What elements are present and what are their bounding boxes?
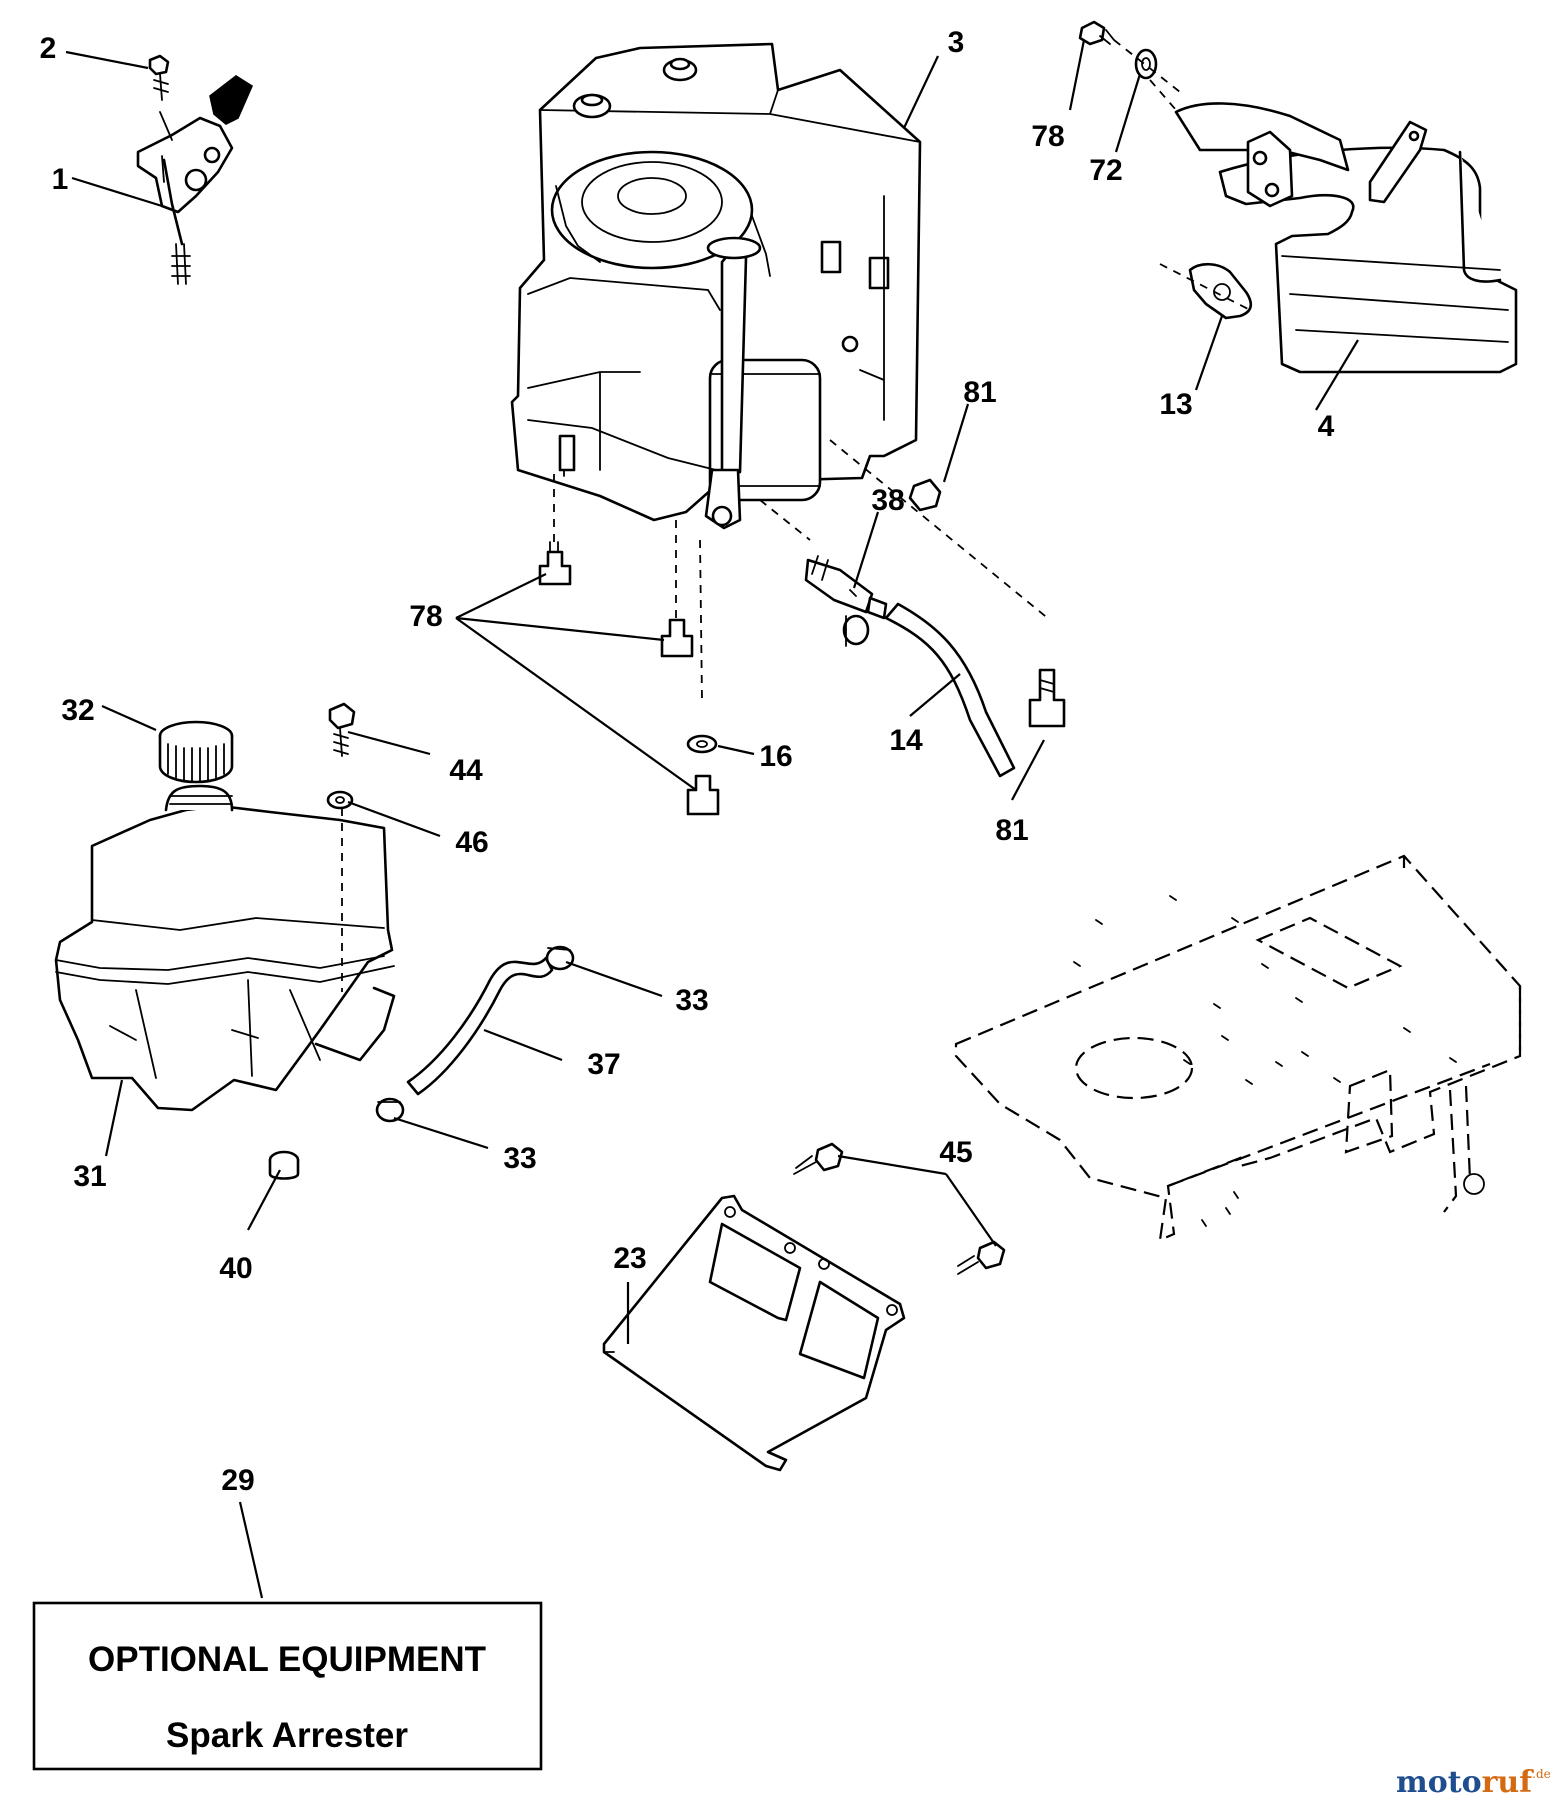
muffler-lines — [1113, 39, 1251, 311]
hose-clamp-33-upper — [545, 945, 575, 971]
screw-45-lower — [957, 1240, 1006, 1275]
watermark-suffix: .de — [1532, 1767, 1551, 1781]
washer-46 — [326, 790, 354, 810]
heat-shield-23 — [602, 1194, 906, 1472]
callout-44: 44 — [449, 754, 483, 787]
lock-washer-16 — [686, 734, 718, 754]
fuel-hose-14 — [884, 602, 1016, 778]
leader-lines — [65, 39, 1359, 1599]
bolt-72 — [1078, 20, 1115, 46]
callout-40: 40 — [219, 1252, 252, 1285]
callout-46: 46 — [455, 826, 488, 859]
optional-equipment-box: OPTIONAL EQUIPMENT Spark Arrester — [32, 1601, 543, 1771]
callout-14: 14 — [889, 724, 923, 757]
callout-62: 72 — [1089, 154, 1122, 187]
watermark-part1: moto — [1396, 1765, 1482, 1800]
callout-81: 81 — [963, 376, 996, 409]
fuel-filter-38 — [804, 555, 888, 647]
optional-equipment-subtitle: Spark Arrester — [166, 1716, 408, 1755]
callout-4: 4 — [1318, 410, 1335, 443]
callout-3: 3 — [948, 26, 965, 59]
muffler-4 — [1174, 102, 1518, 374]
tractor-frame-reference — [954, 854, 1522, 1242]
engine-mount-lines — [553, 439, 1051, 701]
engine — [510, 42, 922, 530]
callout-33-lower: 33 — [503, 1142, 536, 1175]
callout-32: 32 — [61, 694, 94, 727]
nut-81 — [908, 478, 942, 512]
callout-23: 23 — [613, 1242, 646, 1275]
grommet-40 — [268, 1150, 300, 1180]
watermark-part2: ruf — [1482, 1765, 1535, 1800]
callout-78-left: 78 — [409, 600, 442, 633]
hose-clamp-33-lower — [375, 1097, 405, 1123]
callout-72: 78 — [1031, 120, 1064, 153]
svg-text:motoruf.de: motoruf.de — [1396, 1765, 1551, 1800]
callout-13: 13 — [1159, 388, 1192, 421]
callout-45: 45 — [939, 1136, 972, 1169]
callout-38: 38 — [871, 484, 904, 517]
callout-37: 37 — [587, 1048, 620, 1081]
callout-78-right: 81 — [995, 814, 1028, 847]
bolts-78 — [538, 541, 1066, 816]
callout-labels: 2 1 3 78 72 13 4 81 38 78 14 16 81 32 44… — [40, 26, 1335, 1497]
callout-2: 2 — [40, 32, 57, 65]
callout-16: 16 — [759, 740, 792, 773]
callout-33-upper: 33 — [675, 984, 708, 1017]
watermark-logo: motoruf.de — [1396, 1765, 1551, 1800]
fuel-cap-32 — [158, 720, 234, 784]
throttle-control — [136, 54, 254, 285]
screw-44 — [328, 702, 356, 757]
screw-45-upper — [793, 1142, 844, 1175]
gasket-13 — [1188, 262, 1253, 320]
fuel-line-37 — [406, 956, 554, 1096]
optional-equipment-title: OPTIONAL EQUIPMENT — [88, 1640, 486, 1679]
callout-29: 29 — [221, 1464, 254, 1497]
lock-washer-62 — [1134, 48, 1158, 80]
callout-1: 1 — [52, 163, 69, 196]
callout-31: 31 — [73, 1160, 106, 1193]
fuel-tank-31 — [54, 784, 396, 1112]
